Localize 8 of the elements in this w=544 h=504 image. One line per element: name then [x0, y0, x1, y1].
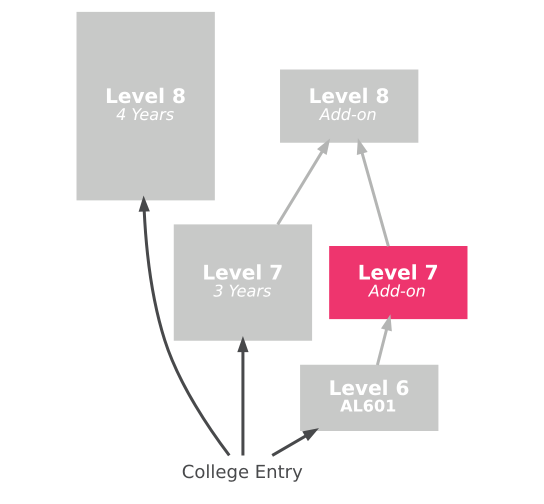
arrow	[237, 336, 249, 456]
node-text: College Entry	[182, 462, 303, 483]
node-box: Level 7 Add-on	[329, 246, 468, 320]
arrow	[276, 138, 330, 226]
arrow	[376, 314, 392, 366]
arrow	[138, 195, 230, 456]
arrow	[356, 138, 390, 247]
arrow	[271, 428, 319, 457]
